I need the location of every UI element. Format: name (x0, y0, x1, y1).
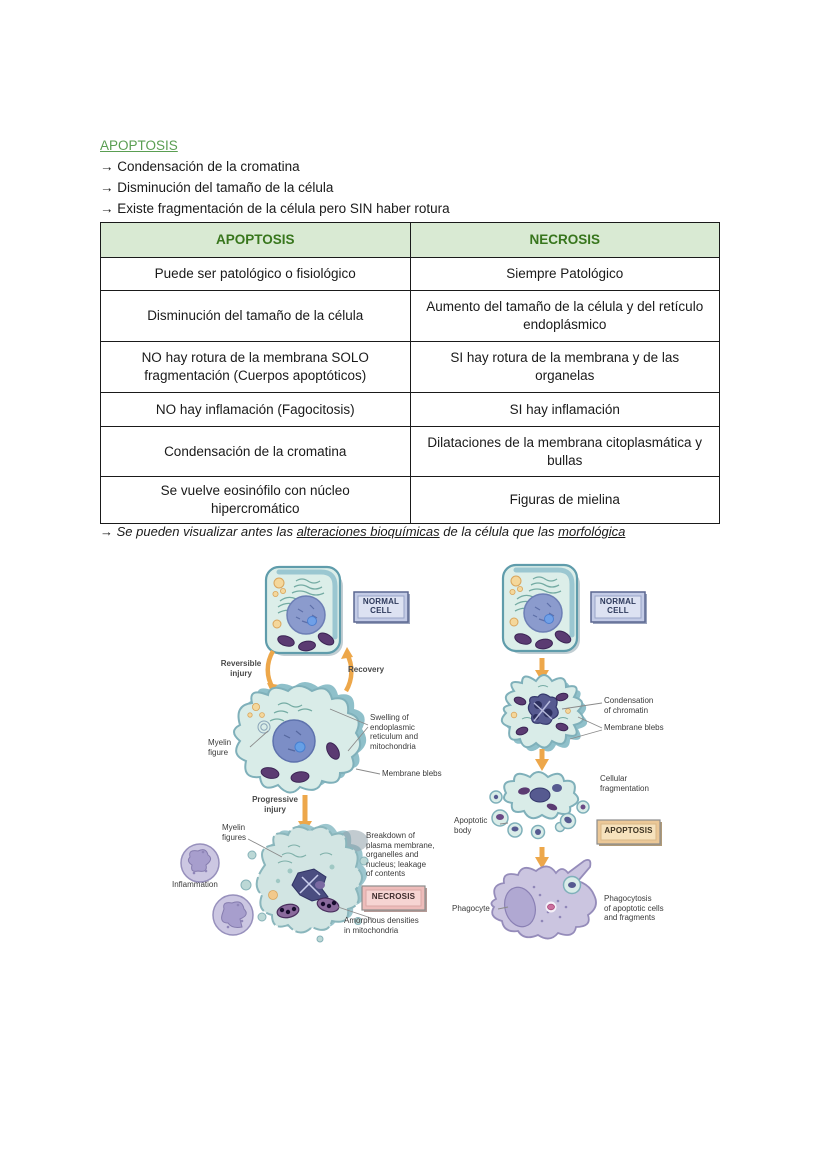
inflammation-cells (180, 843, 254, 936)
column-header-apoptosis: APOPTOSIS (100, 222, 411, 258)
myelin-figures-label: Myelin figures (222, 823, 247, 842)
normal-cell-right (503, 565, 580, 654)
footnote-text: de la célula que las (439, 524, 559, 539)
footnote-underlined-morphologic: morfológica (558, 524, 626, 539)
table-row: Puede ser patológico o fisiológico Siemp… (100, 257, 720, 291)
apoptotic-body-label: Apoptotic body (454, 816, 488, 835)
footnote-underlined-biochemical: alteraciones bioquímicas (296, 524, 440, 539)
table-row: NO hay rotura de la membrana SOLO fragme… (100, 341, 720, 393)
apoptosis-box (596, 819, 662, 846)
bullet-item: → Disminución del tamaño de la célula (100, 180, 334, 195)
footnote-text: → Se pueden visualizar antes las (100, 524, 297, 539)
breakdown-label: Breakdown of plasma membrane, organelles… (366, 831, 435, 879)
comparison-table: APOPTOSIS NECROSIS Puede ser patológico … (100, 222, 720, 524)
table-cell: Figuras de mielina (409, 476, 720, 524)
recovery-label: Recovery (348, 665, 385, 674)
footnote: → Se pueden visualizar antes las alterac… (100, 524, 625, 539)
column-header-necrosis: NECROSIS (409, 222, 720, 258)
table-cell: Dilataciones de la membrana citoplasmáti… (409, 426, 720, 477)
fragmenting-cell (489, 771, 590, 840)
diagram-graphics (180, 555, 662, 943)
cellular-fragmentation-label: Cellular fragmentation (600, 774, 649, 793)
membrane-blebs-left-label: Membrane blebs (382, 769, 442, 778)
recovery-arrow (341, 647, 354, 693)
reversible-injury-label: Reversible injury (220, 659, 262, 678)
normal-cell-label-right: NORMAL CELL (599, 597, 637, 615)
bullet-item: → Condensación de la cromatina (100, 159, 300, 174)
phagocyte-cell (490, 858, 597, 940)
table-cell: Aumento del tamaño de la célula y del re… (409, 290, 720, 342)
shrunken-cell (500, 674, 588, 752)
progressive-injury-label: Progressive injury (252, 795, 298, 814)
membrane-blebs-right-label: Membrane blebs (604, 723, 664, 732)
table-cell: SI hay inflamación (409, 392, 720, 427)
apoptosis-arrow-3 (535, 847, 549, 869)
bullet-list: → Condensación de la cromatina → Disminu… (100, 156, 450, 219)
table-row: NO hay inflamación (Fagocitosis) SI hay … (100, 392, 720, 427)
leader-lines (247, 702, 603, 920)
table-row: Se vuelve eosinófilo con núcleo hipercro… (100, 476, 720, 524)
table-cell: SI hay rotura de la membrana y de las or… (409, 341, 720, 393)
necrotic-cell (240, 823, 373, 943)
page-title: APOPTOSIS (100, 138, 178, 153)
apoptosis-box-label: APOPTOSIS (604, 826, 653, 835)
table-cell: Condensación de la cromatina (100, 426, 411, 477)
table-cell: Se vuelve eosinófilo con núcleo hipercro… (100, 476, 411, 524)
bullet-item: → Existe fragmentación de la célula pero… (100, 201, 450, 216)
amorphous-densities-label: Amorphous densities in mitochondria (344, 916, 419, 935)
necrosis-box (361, 885, 427, 912)
normal-cell-label-left: NORMAL CELL (362, 597, 400, 615)
inflammation-label: Inflammation (172, 880, 218, 889)
table-header-row: APOPTOSIS NECROSIS (100, 222, 720, 258)
table-row: Condensación de la cromatina Dilatacione… (100, 426, 720, 477)
table-row: Disminución del tamaño de la célula Aume… (100, 290, 720, 342)
condensation-label: Condensation of chromatin (604, 696, 654, 715)
swelling-label: Swelling of endoplasmic reticulum and mi… (370, 713, 419, 751)
phagocyte-label: Phagocyte (452, 904, 490, 913)
cell-injury-diagram: NORMAL CELL Reversible injury Recovery M… (170, 555, 700, 955)
table-cell: Disminución del tamaño de la célula (100, 290, 411, 342)
table-cell: Siempre Patológico (409, 257, 720, 291)
necrosis-box-label: NECROSIS (371, 892, 416, 901)
apoptosis-arrow-2 (535, 749, 549, 771)
table-cell: NO hay rotura de la membrana SOLO fragme… (100, 341, 411, 393)
swollen-cell (233, 682, 367, 794)
table-cell: Puede ser patológico o fisiológico (100, 257, 411, 291)
table-cell: NO hay inflamación (Fagocitosis) (100, 392, 411, 427)
phagocytosis-label: Phagocytosis of apoptotic cells and frag… (604, 894, 664, 923)
myelin-figure-label: Myelin figure (208, 738, 232, 757)
normal-cell-left (266, 567, 343, 656)
